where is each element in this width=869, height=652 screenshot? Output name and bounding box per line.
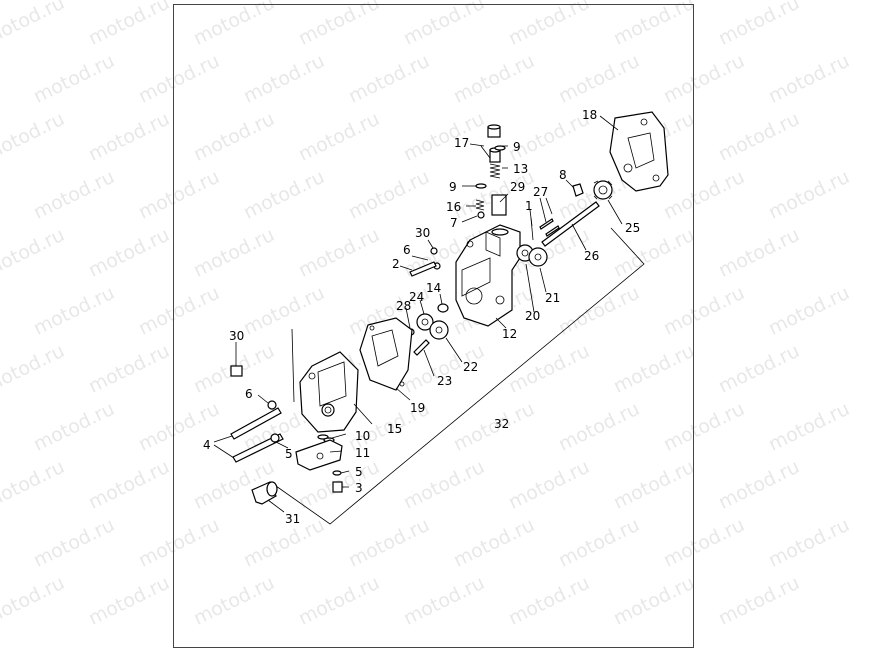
part-2-screw [409,261,437,277]
callout-26: 26 [584,249,599,263]
part-31-elbow [251,481,278,505]
callout-30-upper: 30 [415,226,430,240]
part-17-plug [487,124,501,163]
callout-12: 12 [502,327,517,341]
part-23-shaft [413,339,430,356]
callout-2: 2 [392,257,400,271]
callout-10: 10 [355,429,370,443]
callout-22: 22 [463,360,478,374]
callout-16: 16 [446,200,461,214]
callout-21: 21 [545,291,560,305]
part-5-washer-lower [332,470,342,476]
callout-28: 28 [396,299,411,313]
callout-13: 13 [513,162,528,176]
callout-14: 14 [426,281,441,295]
callout-6-upper: 6 [403,243,411,257]
bracket-32-left [291,328,295,403]
callout-24: 24 [409,290,424,304]
callout-11: 11 [355,446,370,460]
callout-23: 23 [437,374,452,388]
callout-20: 20 [525,309,540,323]
part-24-gear [416,313,434,331]
part-6-washer [267,400,277,410]
callout-25: 25 [625,221,640,235]
part-12-pump-body [455,224,521,327]
part-27-pins [539,218,560,237]
callout-17: 17 [454,136,469,150]
leader-lines [213,115,623,513]
part-15-cover [299,351,359,433]
part-3-screw [332,481,343,493]
callout-4: 4 [203,438,211,452]
part-13-spring [489,163,501,179]
callout-15: 15 [387,422,402,436]
callout-18: 18 [582,108,597,122]
callout-8: 8 [559,168,567,182]
part-9-o-ring [494,145,506,151]
callout-5-lower: 5 [355,465,363,479]
part-30-nut [230,365,243,377]
callout-32: 32 [494,417,509,431]
part-11-bracket [295,439,343,471]
diagram-frame [173,4,694,648]
callout-19: 19 [410,401,425,415]
callout-31: 31 [285,512,300,526]
part-22-gear [429,320,449,340]
callout-1: 1 [525,199,533,213]
part-7-ball [477,211,485,219]
callout-6-lower: 6 [245,387,253,401]
part-9-o-ring-lower [475,183,487,189]
part-26-shaft [541,201,600,247]
bracket-32 [275,227,645,525]
part-19-gasket [359,317,413,391]
part-30-nut-small [430,247,438,255]
part-25-gear [593,180,613,200]
part-14-washer [437,303,449,313]
part-18-cover-plate [609,111,669,192]
callout-5-left: 5 [285,447,293,461]
part-4-bolt-lower [232,433,284,463]
callout-3: 3 [355,481,363,495]
part-4-bolt-upper [230,407,282,440]
part-21-gear [528,247,548,267]
callout-9-upper: 9 [513,140,521,154]
part-8-fitting [572,183,584,197]
part-16-spring [475,199,485,211]
callout-27: 27 [533,185,548,199]
callout-29: 29 [510,180,525,194]
callout-9-lower: 9 [449,180,457,194]
callout-labels: 17 9 13 9 29 16 7 18 8 27 1 25 26 30 6 2… [203,108,640,526]
callout-7: 7 [450,216,458,230]
callout-30-lower: 30 [229,329,244,343]
part-5-washer [270,433,280,443]
